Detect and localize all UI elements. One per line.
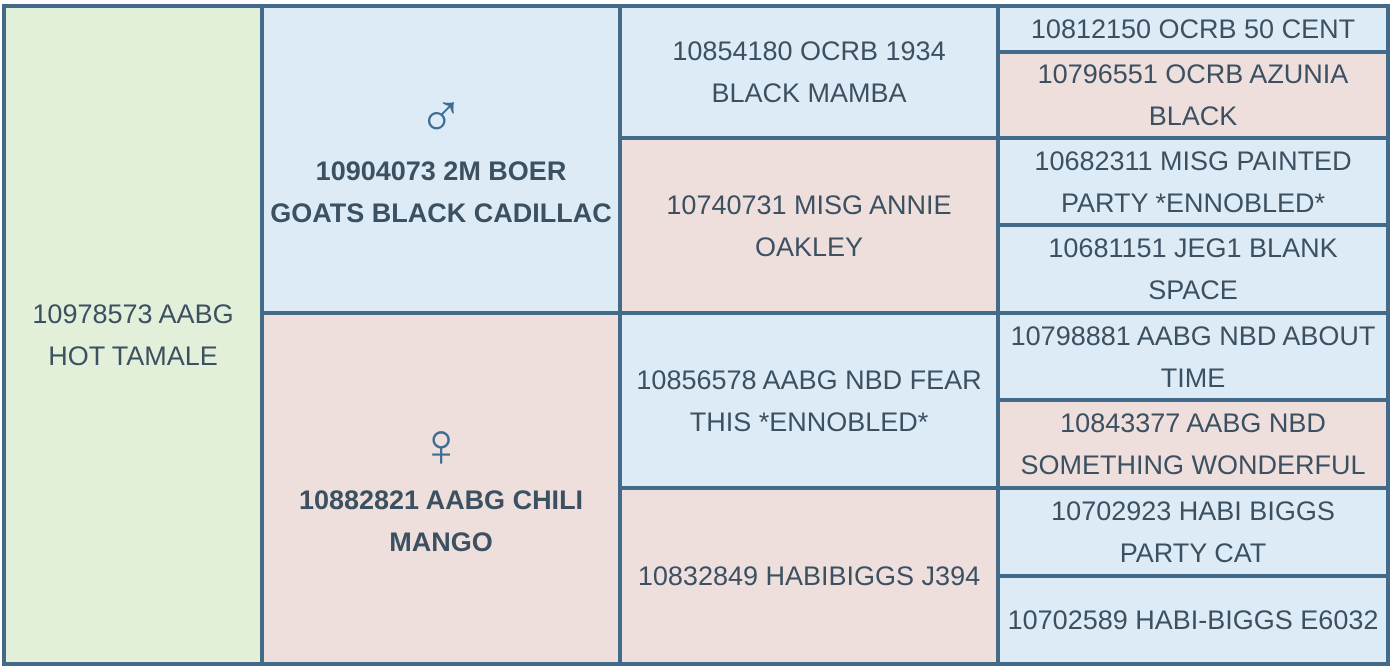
grandparent-cell: 10832849 HABIBIGGS J394	[618, 486, 1000, 666]
dam-name: 10882821 AABG CHILI MANGO	[298, 484, 584, 557]
great-grandparent-name: 10812150 OCRB 50 CENT	[1030, 14, 1356, 44]
great-grandparent-name: 10843377 AABG NBD SOMETHING WONDERFUL	[1020, 408, 1366, 480]
great-grandparent-name: 10702589 HABI-BIGGS E6032	[1007, 605, 1379, 635]
great-grandparent-cell: 10682311 MISG PAINTED PARTY *ENNOBLED*	[996, 136, 1390, 227]
dam-cell: ♀ 10882821 AABG CHILI MANGO	[260, 311, 622, 666]
great-grandparent-name: 10681151 JEG1 BLANK SPACE	[1048, 233, 1338, 305]
great-grandparent-cell: 10798881 AABG NBD ABOUT TIME	[996, 311, 1390, 402]
grandparent-name: 10854180 OCRB 1934 BLACK MAMBA	[672, 36, 946, 108]
great-grandparent-cell: 10812150 OCRB 50 CENT	[996, 4, 1390, 54]
great-grandparent-cell: 10796551 OCRB AZUNIA BLACK	[996, 50, 1390, 140]
subject-name: 10978573 AABG HOT TAMALE	[32, 299, 234, 371]
subject-cell: 10978573 AABG HOT TAMALE	[2, 4, 264, 666]
great-grandparent-cell: 10681151 JEG1 BLANK SPACE	[996, 223, 1390, 315]
grandparent-cell: 10856578 AABG NBD FEAR THIS *ENNOBLED*	[618, 311, 1000, 490]
female-symbol-icon: ♀	[417, 410, 465, 480]
grandparent-name: 10832849 HABIBIGGS J394	[637, 561, 981, 591]
grandparent-cell: 10740731 MISG ANNIE OAKLEY	[618, 136, 1000, 315]
great-grandparent-cell: 10843377 AABG NBD SOMETHING WONDERFUL	[996, 398, 1390, 490]
great-grandparent-cell: 10702923 HABI BIGGS PARTY CAT	[996, 486, 1390, 578]
great-grandparent-name: 10796551 OCRB AZUNIA BLACK	[1037, 59, 1349, 131]
sire-name: 10904073 2M BOER GOATS BLACK CADILLAC	[270, 155, 612, 228]
grandparent-name: 10856578 AABG NBD FEAR THIS *ENNOBLED*	[636, 364, 982, 437]
great-grandparent-name: 10798881 AABG NBD ABOUT TIME	[1010, 320, 1376, 393]
great-grandparent-name: 10702923 HABI BIGGS PARTY CAT	[1051, 496, 1335, 568]
sire-cell: ♂ 10904073 2M BOER GOATS BLACK CADILLAC	[260, 4, 622, 315]
male-symbol-icon: ♂	[417, 81, 465, 151]
great-grandparent-cell: 10702589 HABI-BIGGS E6032	[996, 574, 1390, 666]
grandparent-cell: 10854180 OCRB 1934 BLACK MAMBA	[618, 4, 1000, 140]
great-grandparent-name: 10682311 MISG PAINTED PARTY *ENNOBLED*	[1034, 145, 1352, 218]
grandparent-name: 10740731 MISG ANNIE OAKLEY	[666, 189, 952, 262]
